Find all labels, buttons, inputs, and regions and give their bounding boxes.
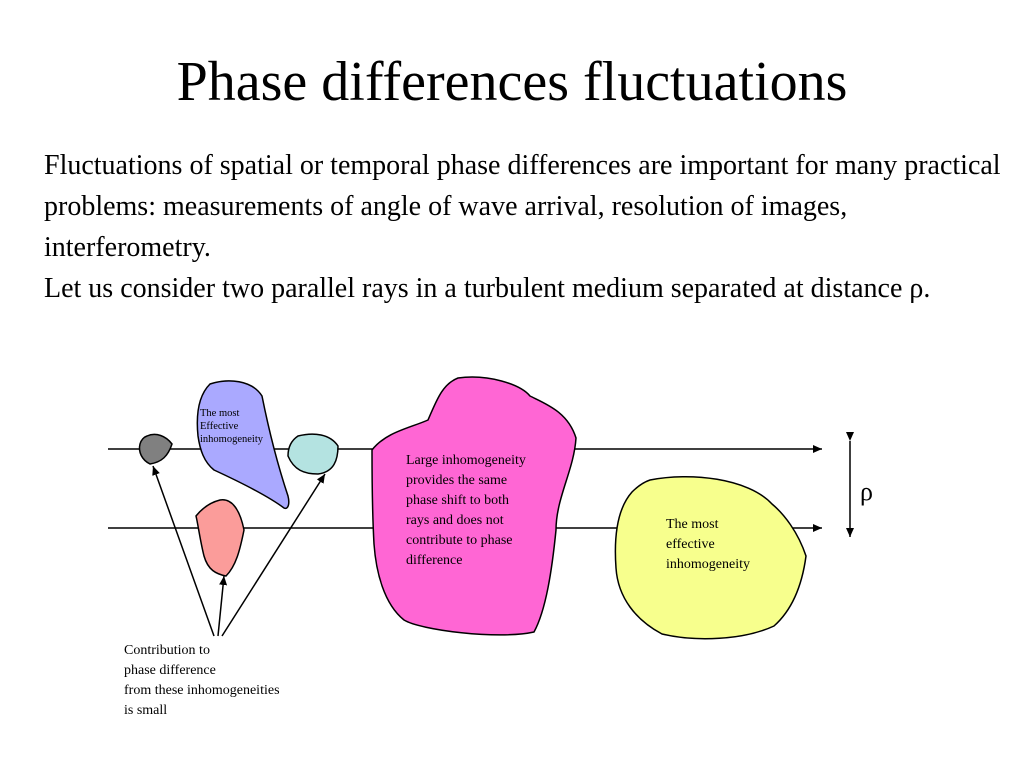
- large-inhomogeneity: [371, 376, 577, 636]
- label-small-most-effective: The most Effective inhomogeneity: [200, 408, 263, 445]
- label-medium-most-effective: The most effective inhomogeneity: [666, 517, 750, 572]
- slide-title: Phase differences fluctuations: [176, 51, 848, 113]
- label-separation-rho: ρ: [860, 477, 873, 506]
- label-contribution: Contribution to phase difference from th…: [124, 643, 280, 718]
- small-cyan-inhomogeneity: [287, 433, 339, 475]
- contribution-arrow-red: [217, 575, 228, 637]
- small-purple-inhomogeneity: [196, 380, 290, 510]
- small-red-inhomogeneity: [195, 499, 245, 577]
- small-dark-inhomogeneity: [138, 433, 173, 465]
- slide-body: Fluctuations of spatial or temporal phas…: [44, 145, 1004, 309]
- body-paragraph-2: Let us consider two parallel rays in a t…: [44, 273, 931, 304]
- body-paragraph-1: Fluctuations of spatial or temporal phas…: [44, 150, 1001, 263]
- label-large-inhomogeneity: Large inhomogeneity provides the same ph…: [406, 453, 526, 568]
- contribution-arrow-cyan: [221, 473, 326, 637]
- contribution-arrow-dark: [152, 465, 215, 637]
- medium-inhomogeneity: [614, 475, 807, 640]
